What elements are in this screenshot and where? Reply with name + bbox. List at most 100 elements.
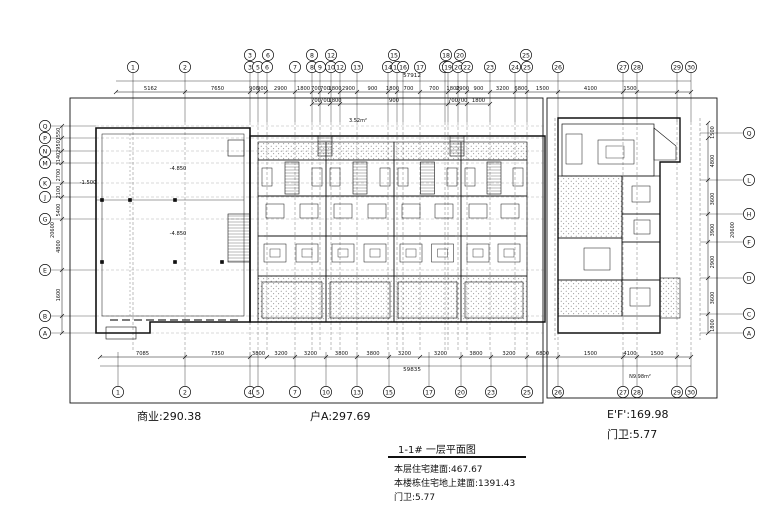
left-dim-tick — [59, 123, 65, 129]
right-dim-label: 3600 — [710, 292, 716, 305]
top-dim-row1-tick — [634, 89, 640, 95]
coffee-table — [269, 248, 281, 258]
kitchen-counter — [311, 167, 323, 187]
bottom-dim-row-label: 3200 — [274, 351, 287, 357]
top-axis-bubble-label: 2 — [183, 64, 187, 71]
top-dim-row1-label: 7650 — [211, 86, 224, 92]
top-axis-bubble — [631, 61, 643, 73]
left-axis-bubble — [39, 157, 51, 169]
top-axis-bubble-upper — [520, 49, 532, 61]
bottom-axis-bubble-label: 26 — [554, 389, 562, 396]
right-dim-tick — [705, 135, 711, 141]
bottom-axis-bubble — [423, 386, 435, 398]
top-dim-row1-tick — [688, 89, 694, 95]
top-axis-bubble-label: 10 — [327, 64, 335, 71]
coffee-table — [369, 248, 381, 258]
top-dim-row2-tick — [464, 101, 470, 107]
sofa-set — [399, 243, 423, 263]
bottom-dim-row-tick — [488, 354, 494, 360]
top-axis-bubble — [617, 61, 629, 73]
townhouse-terrace — [257, 275, 327, 323]
top-dim-row2-tick — [317, 101, 323, 107]
bottom-dim-row-tick — [97, 354, 103, 360]
right-axis-bubble — [743, 327, 755, 339]
summary-line-3: 门卫:5.77 — [394, 493, 436, 503]
townhouse-terrace — [325, 275, 395, 323]
bottom-dim-row-label: 7350 — [211, 351, 224, 357]
bottom-axis-bubble-label: 25 — [523, 389, 531, 396]
bottom-dim-row-tick — [264, 354, 270, 360]
top-axis-bubble-label: 7 — [293, 64, 297, 71]
dining-table — [401, 203, 421, 219]
sofa-set — [331, 243, 355, 263]
bottom-dim-row-tick — [620, 354, 626, 360]
townhouse-stair — [486, 161, 502, 195]
bottom-axis-bubble-label: 28 — [633, 389, 641, 396]
top-dim-row1-label: 2900 — [274, 86, 287, 92]
townhouse-front-garden — [460, 141, 528, 161]
bottom-axis-bubble-label: 2 — [183, 389, 187, 396]
top-dim-row2-label: 900 — [389, 98, 399, 104]
top-dim-row2-tick — [309, 101, 315, 107]
bottom-axis-bubble — [252, 386, 264, 398]
left-dim-label: 1550 — [56, 128, 62, 141]
top-total-dim: 57912 — [403, 73, 421, 79]
townhouse-stair — [420, 161, 435, 195]
left-dim-tick — [59, 135, 65, 141]
top-axis-bubble — [351, 61, 363, 73]
top-axis-bubble — [261, 61, 273, 73]
east-guest-bed — [629, 287, 651, 307]
townhouse-front-garden — [257, 141, 327, 161]
top-dim-row1-tick — [317, 89, 323, 95]
right-dim-tick — [705, 239, 711, 245]
top-axis-bubble-upper-label: 18 — [442, 52, 450, 59]
bottom-axis-bubble — [552, 386, 564, 398]
top-axis-bubble — [289, 61, 301, 73]
top-axis-bubble — [127, 61, 139, 73]
townhouse-kitchen — [393, 159, 462, 197]
bottom-axis-bubble — [631, 386, 643, 398]
top-axis-bubble-label: 9 — [318, 64, 322, 71]
left-axis-bubble — [39, 120, 51, 132]
sofa-set — [431, 243, 454, 263]
left-total-dim: 20600 — [50, 222, 56, 238]
right-dim-tick — [705, 120, 711, 126]
kitchen-counter — [512, 167, 524, 187]
top-axis-bubble-upper-label: 12 — [327, 52, 335, 59]
bottom-axis-bubble-label: 1 — [116, 389, 120, 396]
title-underline — [388, 456, 526, 458]
top-dim-row2-tick — [455, 101, 461, 107]
top-axis-bubble-upper-label: 20 — [456, 52, 464, 59]
bottom-axis-bubble — [455, 386, 467, 398]
bottom-axis-bubble — [289, 386, 301, 398]
left-axis-bubble-label: Q — [43, 123, 48, 130]
bottom-dim-row-tick — [292, 354, 298, 360]
east-study — [621, 213, 661, 243]
left-axis-bubble-label: M — [42, 160, 47, 167]
left-axis-bubble-label: A — [43, 330, 48, 337]
top-axis-bubble-label: 14 — [384, 64, 392, 71]
bottom-dim-row-label: 3800 — [366, 351, 379, 357]
bottom-dim-row-tick — [524, 354, 530, 360]
top-dim-row1-label: 2900 — [456, 86, 469, 92]
left-axis-bubble — [39, 327, 51, 339]
townhouse-outer-wall — [249, 135, 546, 323]
sofa-set — [466, 243, 490, 263]
left-axis-bubble-label: N — [43, 148, 48, 155]
top-dim-row2-label: 700 — [458, 98, 468, 104]
right-dim-label: 2900 — [710, 256, 716, 269]
bottom-axis-bubble — [617, 386, 629, 398]
top-dim-row2-label: 700 — [311, 98, 321, 104]
right-total-dim: 20600 — [730, 222, 736, 238]
commercial-outer-wall — [95, 127, 251, 334]
bottom-dim-row-tick — [247, 354, 253, 360]
top-dim-row1-tick — [487, 89, 493, 95]
left-axis-bubble-label: E — [43, 267, 47, 274]
left-dim-label: 2950 — [56, 140, 62, 153]
top-axis-bubble — [484, 61, 496, 73]
commercial-level-c: -1.500 — [80, 180, 97, 186]
top-dim-row1-label: 1500 — [536, 86, 549, 92]
coffee-table — [437, 248, 448, 258]
townhouse-dining-room — [460, 195, 528, 237]
